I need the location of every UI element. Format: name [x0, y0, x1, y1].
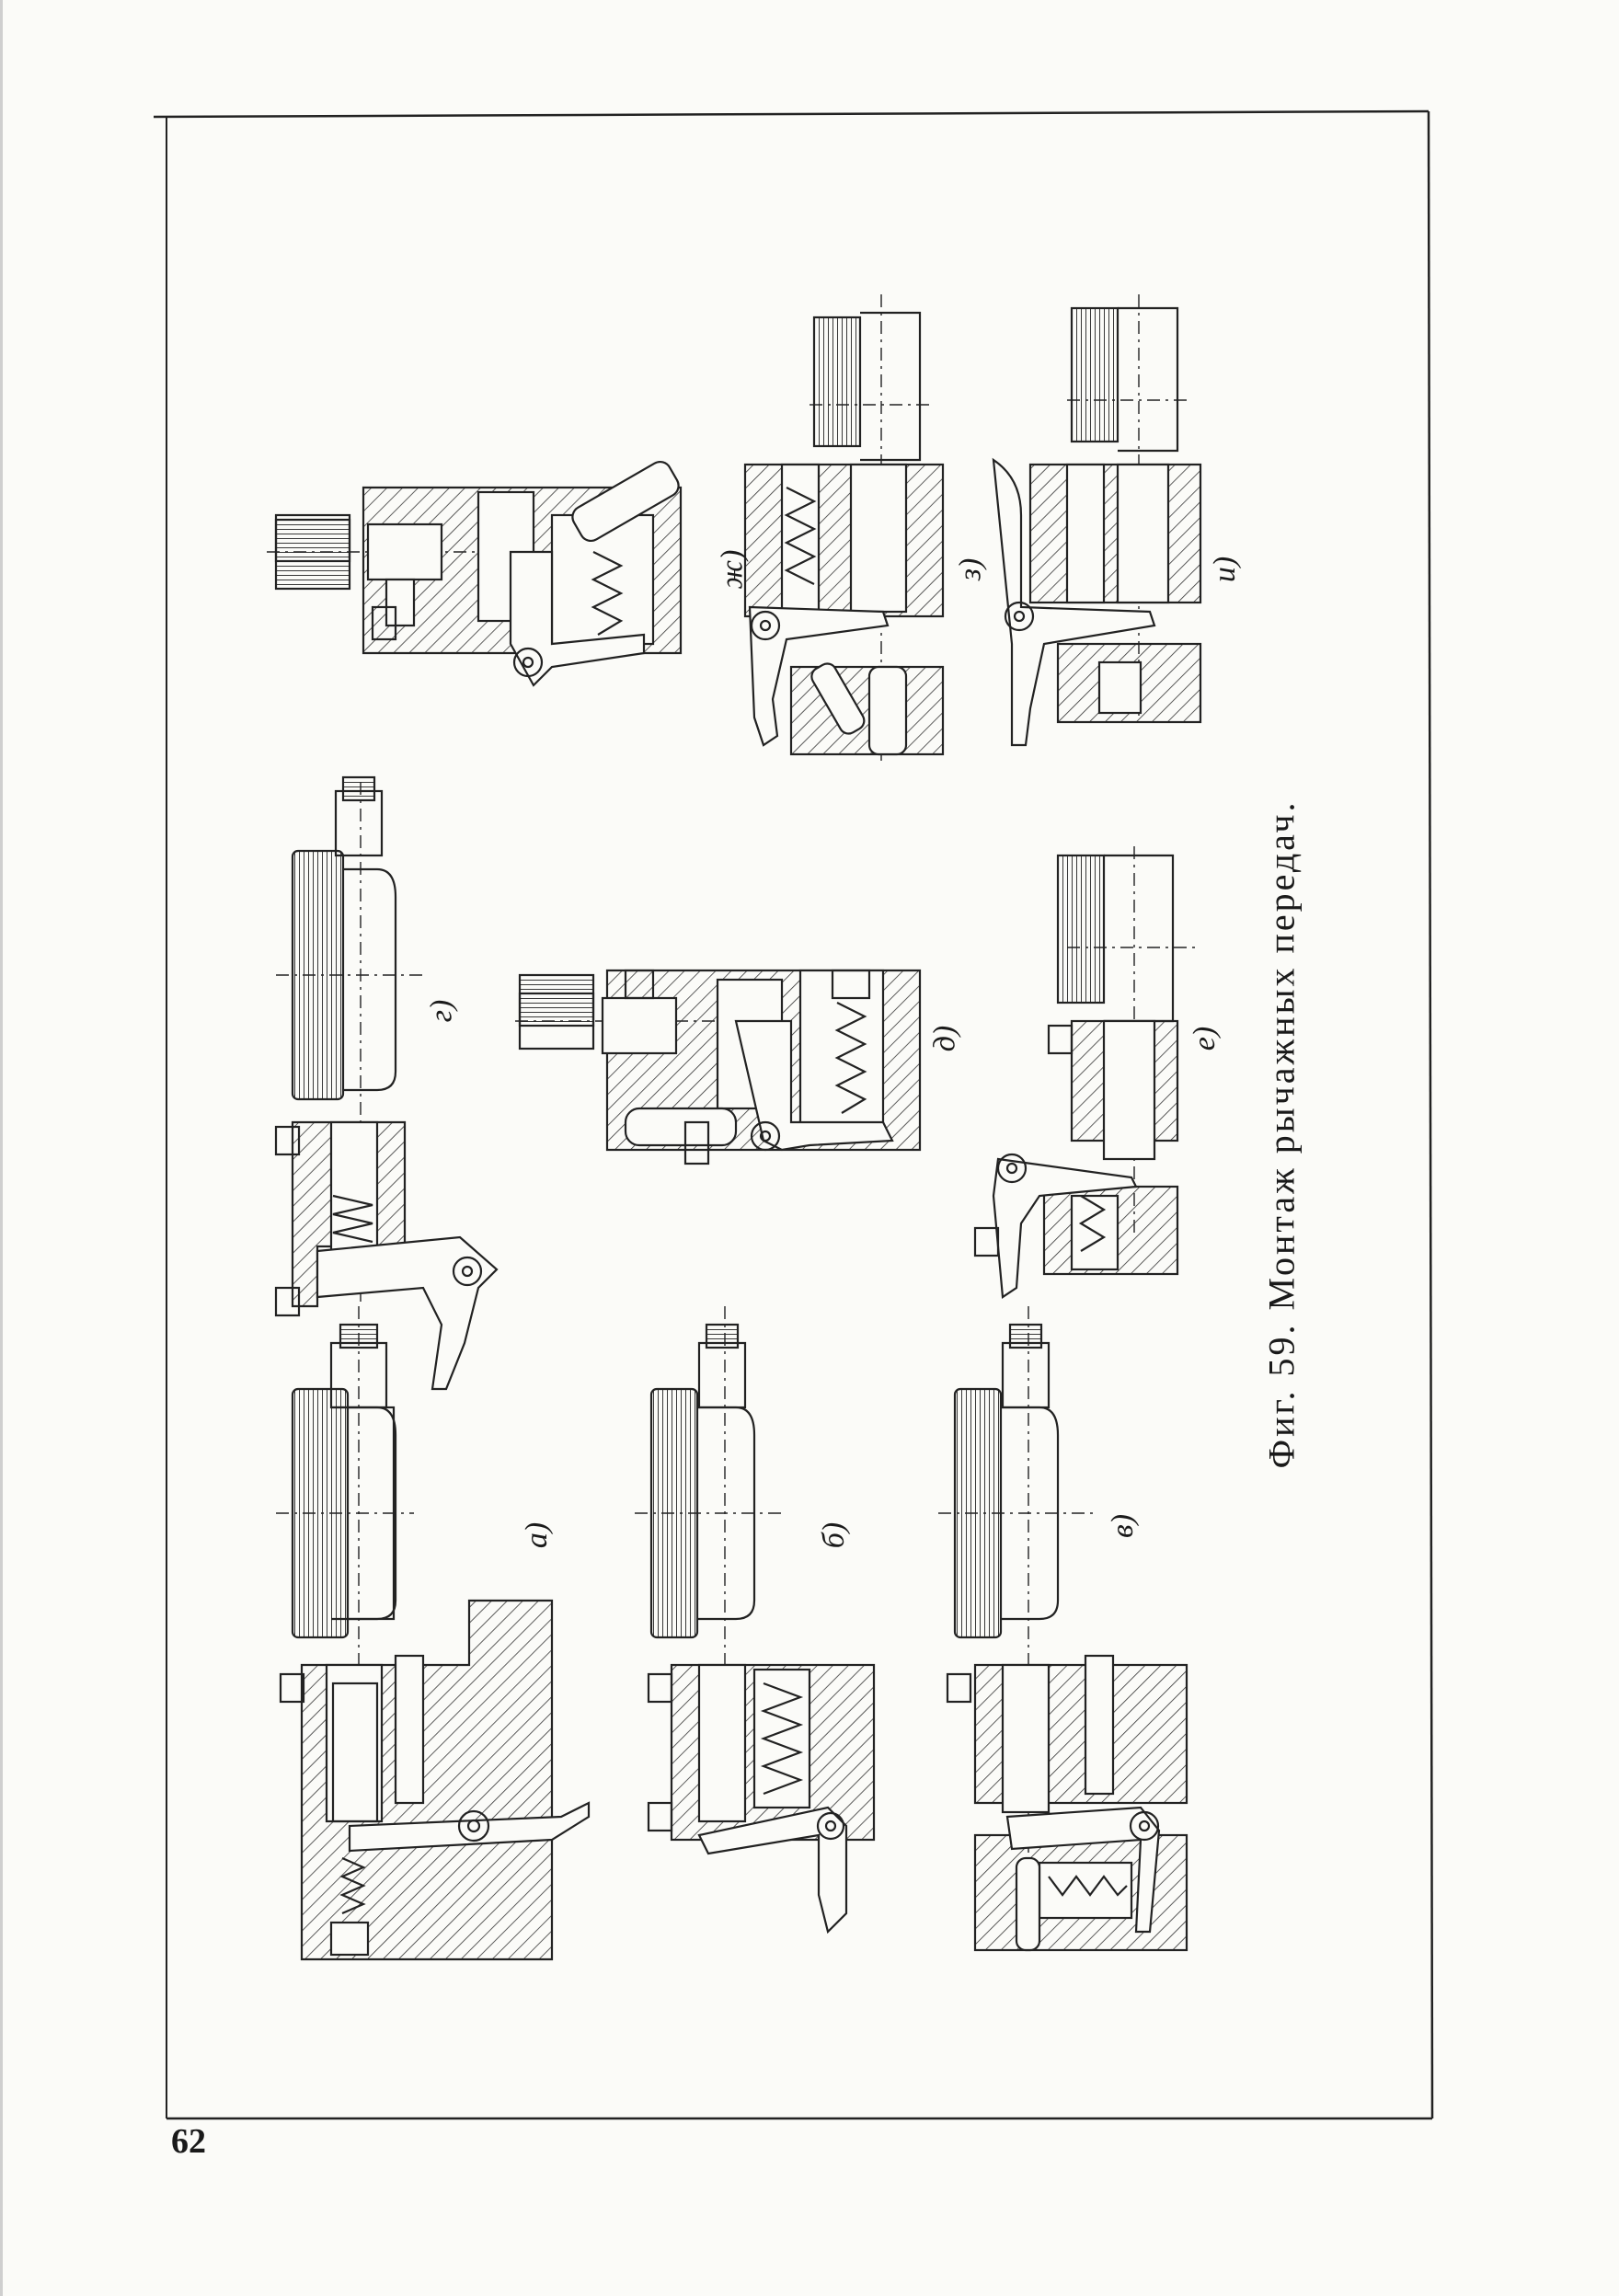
- panel-label-e: е): [1188, 1026, 1223, 1051]
- panel-label-v: в): [1106, 1513, 1141, 1539]
- panel-b-drawing: [635, 1306, 876, 1934]
- panel-e-drawing: [973, 846, 1196, 1299]
- panel-i-drawing: [992, 294, 1202, 747]
- figure-border: [153, 109, 1434, 2120]
- panel-label-i: и): [1208, 556, 1243, 583]
- page-number: 62: [171, 2122, 206, 2161]
- panel-label-d: д): [927, 1025, 962, 1052]
- panel-label-g: г): [424, 999, 459, 1023]
- panel-v-drawing: [938, 1306, 1188, 1952]
- panel-d-drawing: [515, 969, 922, 1165]
- panel-label-b: б): [817, 1521, 852, 1549]
- panel-g-drawing: [274, 775, 499, 1391]
- panel-label-a: а): [520, 1521, 555, 1549]
- panel-z-drawing: [743, 294, 945, 763]
- panel-label-zh: ж): [715, 549, 750, 590]
- panel-zh-drawing: [267, 460, 683, 687]
- panel-a-drawing: [276, 1306, 591, 1961]
- panel-label-z: з): [953, 557, 988, 581]
- figure-caption: Фиг. 59. Монтаж рычажных передач.: [1260, 799, 1303, 1469]
- scan-edge: [0, 0, 3, 2296]
